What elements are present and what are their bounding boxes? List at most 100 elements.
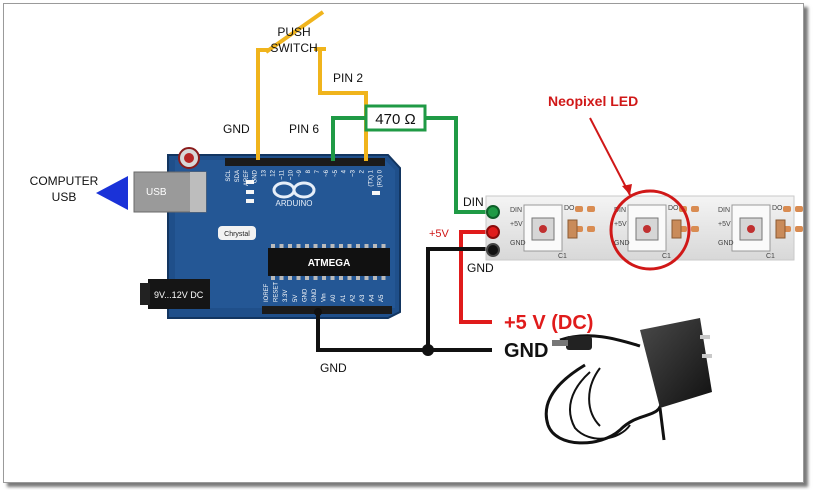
bottom-pin-label: GND — [302, 288, 308, 302]
led-segment: DIN +5V GND DO C1 — [510, 204, 595, 260]
crystal-label: Chrystal — [224, 231, 250, 238]
neopixel-title: Neopixel LED — [548, 93, 638, 109]
strip-pad-label: GND — [614, 240, 630, 247]
top-pin-label: GND — [253, 169, 259, 183]
din-pad — [486, 205, 500, 219]
pin6-label: PIN 6 — [289, 122, 319, 136]
chip-pin — [381, 244, 386, 248]
wire-5v — [459, 230, 492, 324]
power-5v-label: +5 V (DC) — [504, 312, 593, 334]
chip-pin — [339, 244, 343, 248]
arduino-board: ARDUINO Chrystal ATMEGA USB 9V...12V D — [133, 147, 401, 319]
copper-pad — [587, 206, 595, 212]
gnd-bottom-label: GND — [320, 361, 347, 375]
copper-pad — [575, 206, 583, 212]
bottom-pin-label: RESET — [274, 282, 280, 302]
chip-label: ATMEGA — [308, 258, 351, 269]
led-package — [523, 204, 563, 252]
strip-pad-label: +5V — [510, 221, 523, 228]
usb-arrow-icon — [96, 176, 128, 210]
gnd-strip-label: GND — [467, 261, 494, 275]
chip-pin — [271, 276, 275, 280]
bottom-header — [262, 306, 392, 314]
strip-pad-label: DIN — [510, 207, 522, 214]
led-dot — [643, 225, 651, 233]
push-switch-label-2: SWITCH — [270, 41, 317, 55]
top-pin-label: (RX) 0 — [377, 169, 383, 187]
top-pin-label: (TX) 1 — [368, 169, 374, 186]
chip-pin — [296, 276, 301, 280]
wire-gnd-strip — [426, 247, 492, 350]
chip-pin — [305, 276, 309, 280]
bottom-pin-label: A3 — [360, 294, 366, 302]
power-gnd-label: GND — [504, 340, 548, 362]
chip-pin — [364, 244, 369, 248]
top-header — [225, 158, 385, 166]
chip-pin — [288, 276, 292, 280]
gnd-junction — [422, 344, 434, 356]
bottom-pin-label: A0 — [331, 294, 337, 302]
top-pin-label: 8 — [306, 169, 312, 173]
dc-jack: 9V...12V DC — [140, 279, 210, 309]
chip-pin — [347, 244, 352, 248]
strip-pad-label: DO — [564, 205, 575, 212]
resistor — [364, 104, 427, 132]
chip-pin — [347, 276, 352, 280]
crystal — [218, 226, 256, 240]
top-pin-label: ~10 — [288, 169, 294, 180]
chip-pin — [364, 276, 369, 280]
bottom-pin-label: A2 — [350, 294, 356, 302]
switch-lever — [264, 10, 325, 54]
bottom-pin-label: Vin — [322, 293, 328, 302]
top-pin-label: ~9 — [297, 169, 303, 177]
top-pin-label: ~5 — [333, 169, 339, 177]
top-pin-label: AREF — [244, 170, 250, 186]
chip-pin — [330, 276, 335, 280]
chip-pin — [356, 244, 360, 248]
strip-pad-label: +5V — [718, 221, 731, 228]
top-pin-label: 2 — [360, 169, 366, 173]
atmega-chip: ATMEGA — [268, 244, 390, 280]
led-dot — [747, 225, 755, 233]
strip-pad-label: C1 — [558, 253, 567, 260]
dc-jack-label: 9V...12V DC — [154, 290, 204, 300]
copper-pad — [691, 226, 699, 232]
top-pin-label: SCL — [226, 169, 232, 181]
usb-label: USB — [146, 187, 167, 198]
strip-pad-label: GND — [510, 240, 526, 247]
top-pin-label: 13 — [262, 169, 268, 176]
chip-pin — [322, 276, 326, 280]
strip-pad-label: GND — [718, 240, 734, 247]
din-label: DIN — [463, 195, 484, 209]
pin2-label: PIN 2 — [333, 71, 363, 85]
strip-pad-label: DIN — [718, 207, 730, 214]
top-pin-label: ~3 — [351, 169, 357, 177]
capacitor — [671, 219, 682, 239]
chip-pin — [373, 276, 377, 280]
plus5v-small-label: +5V — [429, 228, 450, 240]
chip-pin — [381, 276, 386, 280]
chip-pin — [322, 244, 326, 248]
top-pin-label: ~11 — [279, 169, 285, 179]
status-leds — [246, 180, 380, 203]
bottom-pin-label: A4 — [370, 294, 376, 302]
push-switch-label-1: PUSH — [277, 25, 310, 39]
push-switch — [256, 10, 368, 161]
wire-pin6 — [331, 116, 366, 161]
chip-pin — [330, 244, 335, 248]
top-pin-label: SDA — [235, 170, 241, 182]
chip-pin — [373, 244, 377, 248]
bottom-pin-label: A5 — [379, 294, 385, 302]
chip-pin — [279, 276, 284, 280]
arduino-logo: ARDUINO — [272, 181, 316, 208]
bottom-pin-label: IOREF — [264, 283, 270, 302]
gnd-top-label: GND — [223, 122, 250, 136]
bottom-pin-label: A1 — [341, 294, 347, 302]
strip-pad-label: DO — [668, 205, 679, 212]
